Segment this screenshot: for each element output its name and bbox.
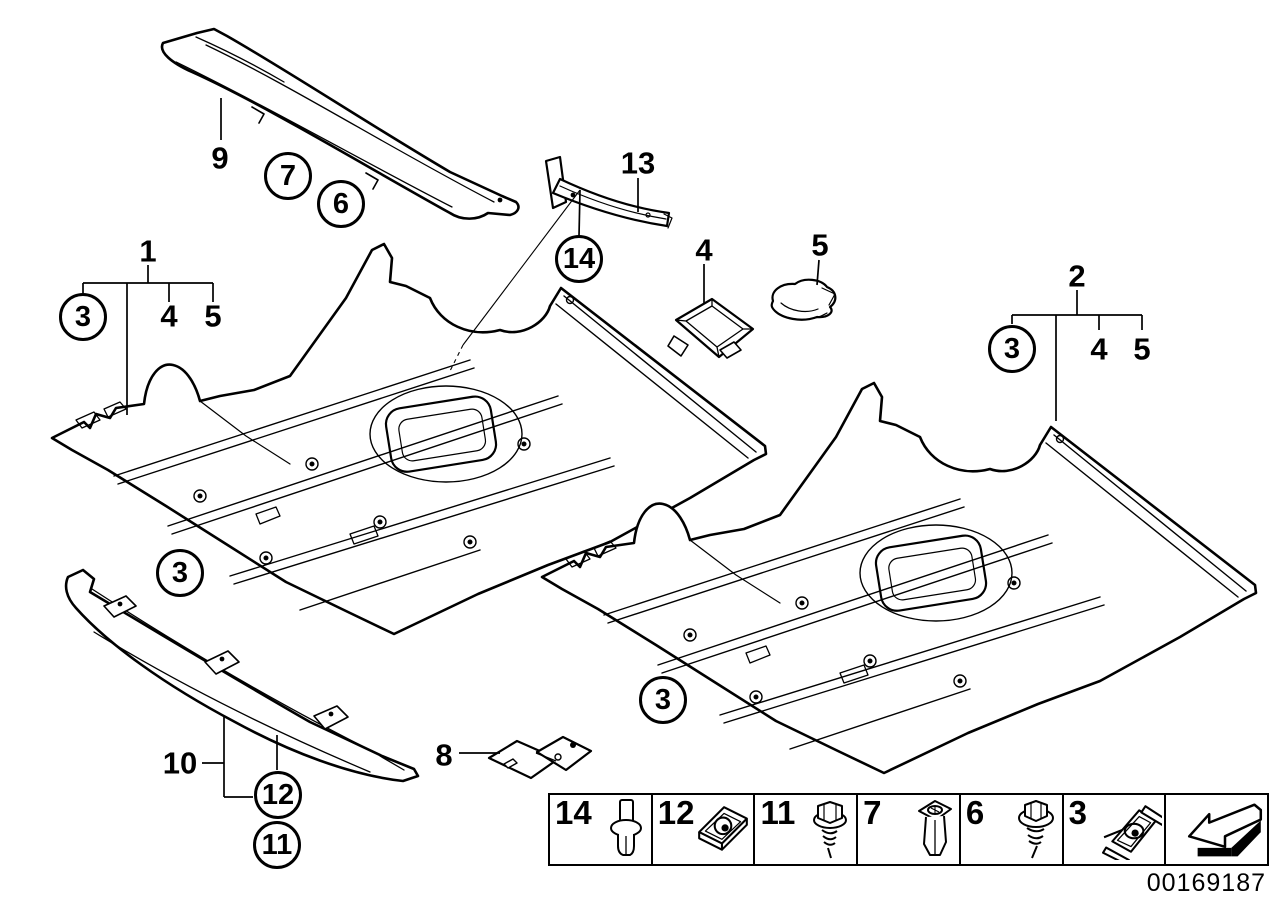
bracket-group2 [1011,290,1143,421]
legend-cell-11[interactable]: 11 [753,795,856,864]
bracket-group1 [82,265,214,415]
hex-flange-screw-icon [813,800,848,858]
part-5-cap-art [770,278,837,321]
legend-cell-12[interactable]: 12 [650,794,754,864]
circled-callout-6[interactable]: 6 [317,180,365,228]
callout-5-group1[interactable]: 5 [204,298,222,334]
part-10-carrier-art [64,568,420,783]
legend-cell-6[interactable]: 6 [958,794,1062,864]
sheet-metal-nut-icon [698,805,749,851]
leader-14-long [462,189,581,346]
legend-label-3: 3 [1068,794,1087,831]
circled-callout-12[interactable]: 12 [254,771,302,819]
expanding-nut-icon [917,799,952,856]
circled-callout-3-group1[interactable]: 3 [59,293,107,341]
legend-label-12: 12 [657,794,695,831]
legend-cell-3[interactable]: 3 [1061,794,1165,864]
part-13-arc-art [544,155,673,229]
expansion-rivet-icon [609,798,642,856]
callout-13[interactable]: 13 [620,145,656,181]
legend-label-14: 14 [555,794,592,831]
hex-washer-screw-icon [1017,799,1054,858]
part-8-bracket-art [487,735,593,780]
previous-diagram-arrow-icon [1187,802,1263,856]
callout-9[interactable]: 9 [211,140,229,176]
callout-5-mid[interactable]: 5 [811,227,829,263]
clip-nut-with-screw-icon [1102,804,1163,860]
callout-4-group1[interactable]: 4 [160,298,178,334]
leader-5 [816,259,820,286]
legend-cell-prev[interactable] [1164,795,1267,864]
part-9-air-duct-art [160,27,520,220]
circled-callout-11[interactable]: 11 [253,821,301,869]
bracket-10 [202,716,278,798]
callout-4-group2[interactable]: 4 [1090,331,1108,367]
callout-1[interactable]: 1 [139,233,157,269]
callout-5-group2[interactable]: 5 [1133,331,1151,367]
circled-callout-3-group2[interactable]: 3 [988,325,1036,373]
callout-8[interactable]: 8 [435,737,453,773]
legend-label-11: 11 [760,794,796,831]
circled-callout-14[interactable]: 14 [555,235,603,283]
callout-2[interactable]: 2 [1068,258,1086,294]
legend-cell-14[interactable]: 14 [550,795,651,864]
part-4-bracket-art [667,297,755,359]
callout-leader-lines [82,98,1143,798]
callout-10[interactable]: 10 [162,745,198,781]
legend-cell-7[interactable]: 7 [856,795,959,864]
diagram-number: 00169187 [1146,869,1266,897]
leader-14 [578,189,581,237]
circled-callout-3-panel2[interactable]: 3 [639,676,687,724]
circled-callout-3-panel1[interactable]: 3 [156,549,204,597]
legend-label-7: 7 [863,794,882,831]
callout-4-mid[interactable]: 4 [695,232,713,268]
leader-14-dashed [449,344,464,372]
legend-label-6: 6 [965,794,985,831]
fastener-legend: 14 12 11 [548,793,1269,866]
circled-callout-7[interactable]: 7 [264,152,312,200]
